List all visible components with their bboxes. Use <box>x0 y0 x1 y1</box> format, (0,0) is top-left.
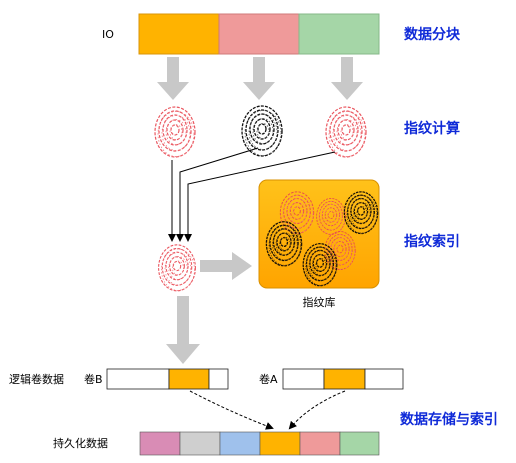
persist-seg-gray <box>179 431 221 456</box>
volume-a-seg3 <box>364 368 404 390</box>
persistent-bar <box>139 431 380 456</box>
converge-arrows <box>168 147 336 242</box>
chunk-arrows <box>157 57 363 100</box>
arrow-fp3-down <box>184 151 336 242</box>
persist-seg-red <box>299 431 341 456</box>
dashed-arrow-b <box>189 390 274 430</box>
persist-seg-green <box>339 431 380 456</box>
fingerprint-icon <box>241 105 283 157</box>
dashed-arrow-a <box>288 390 346 430</box>
io-chunk-red <box>218 13 300 55</box>
arrow-green-to-fp <box>331 57 363 100</box>
volume-a-bar <box>282 368 404 390</box>
persist-seg-orange <box>259 431 301 456</box>
io-chunk-orange <box>138 13 220 55</box>
volume-b-bar <box>106 368 229 390</box>
stage-chunking: 数据分块 <box>404 26 461 43</box>
volume-b-seg1 <box>106 368 170 390</box>
fingerprint-icon <box>158 244 196 292</box>
fingerprint-library <box>258 179 380 289</box>
arrow-to-storage <box>166 296 200 364</box>
volume-b-label: 卷B <box>84 372 103 386</box>
arrow-red-to-fp <box>243 57 275 100</box>
volume-b-seg2 <box>168 368 210 390</box>
persistent-data-label: 持久化数据 <box>53 436 108 450</box>
arrow-orange-to-fp <box>157 57 189 100</box>
io-label: IO <box>102 28 114 41</box>
stage-fingerprint-calc: 指纹计算 <box>404 120 460 137</box>
stage-fingerprint-index: 指纹索引 <box>404 233 460 250</box>
volume-a-seg2 <box>323 368 366 390</box>
logical-volume-label: 逻辑卷数据 <box>9 372 64 386</box>
io-chunk-green <box>298 13 380 55</box>
arrow-fp2-down <box>176 147 259 242</box>
volume-b-seg3 <box>208 368 229 390</box>
stage-storage-index: 数据存储与索引 <box>400 411 498 428</box>
persist-seg-pink <box>139 431 181 456</box>
library-box <box>258 179 380 289</box>
volume-a-seg1 <box>282 368 325 390</box>
arrow-to-library <box>200 252 252 280</box>
io-bar <box>138 13 380 55</box>
dedup-arrows <box>189 390 346 430</box>
library-label: 指纹库 <box>303 295 336 309</box>
volume-a-label: 卷A <box>259 372 278 386</box>
fingerprint-icon <box>325 106 367 158</box>
fingerprint-icon <box>154 106 196 158</box>
persist-seg-blue <box>219 431 261 456</box>
